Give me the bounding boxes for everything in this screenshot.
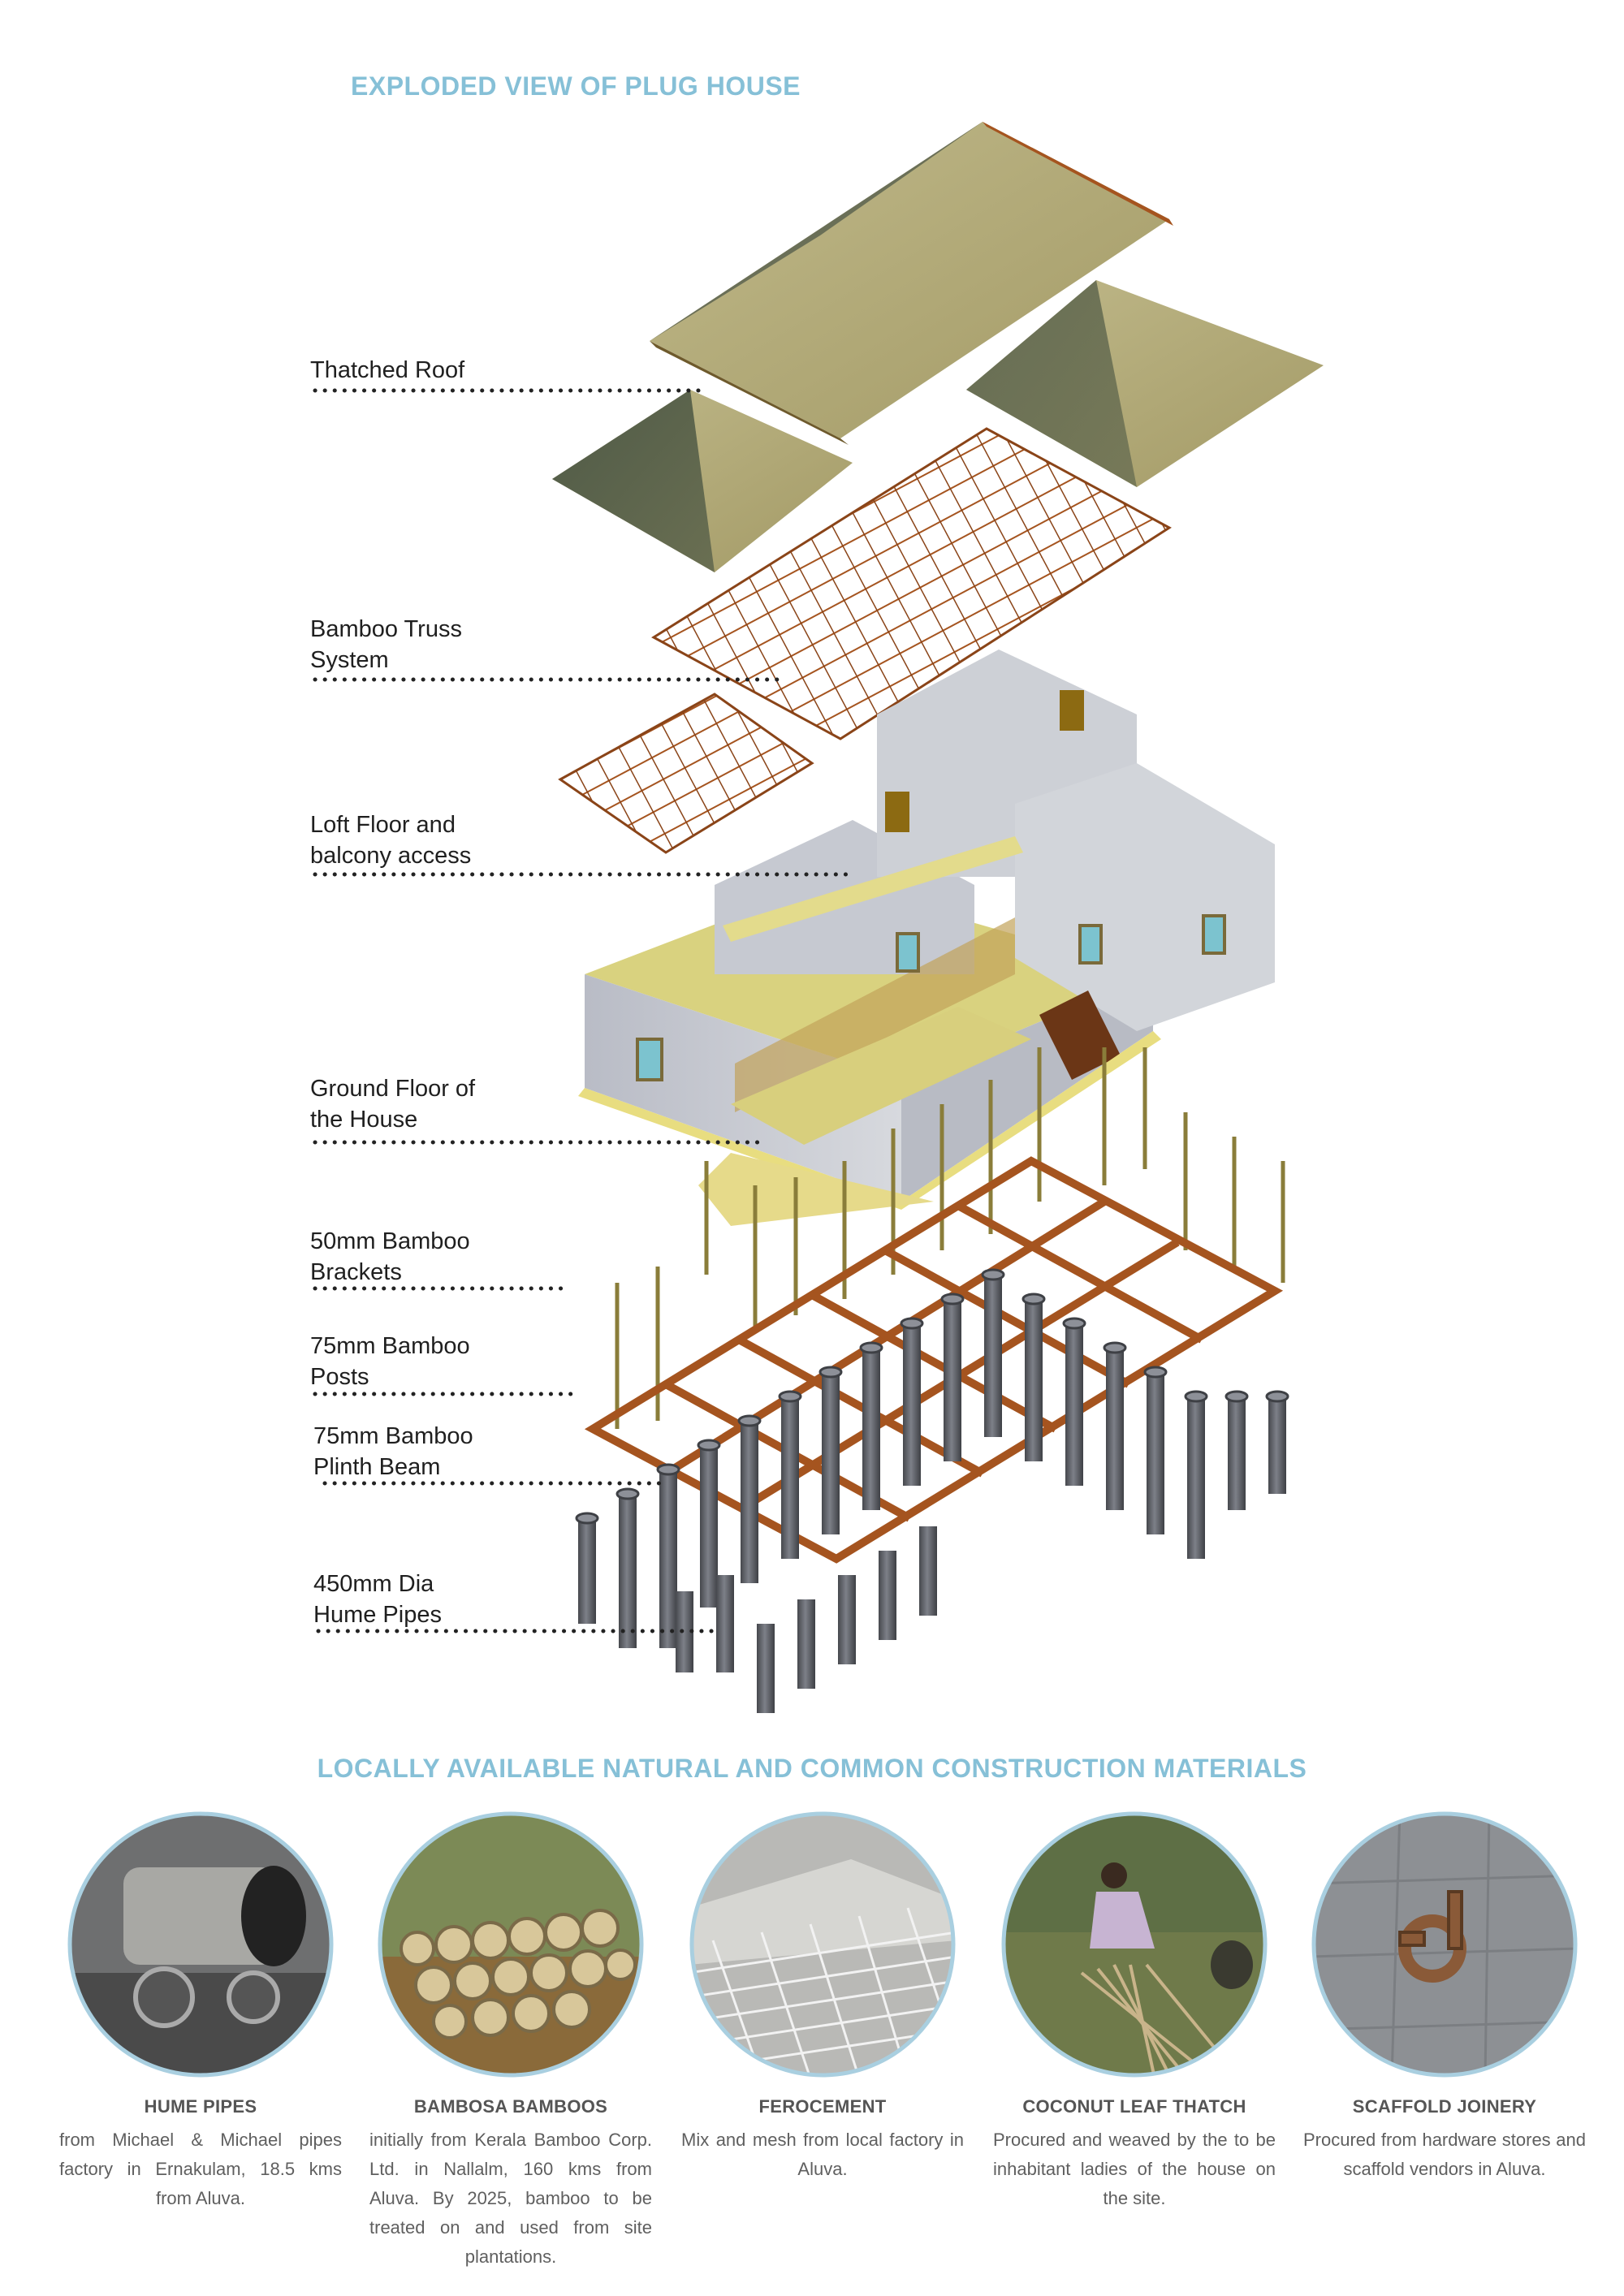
material-title: BAMBOSA BAMBOOS (413, 2096, 608, 2117)
label-bamboo-brackets: 50mm Bamboo Brackets (310, 1228, 470, 1285)
hume-pipes (575, 1268, 1289, 1713)
material-caption-hume-pipes: HUME PIPES from Michael & Michael pipes … (59, 2096, 342, 2213)
bamboo-photo (378, 1811, 644, 2078)
material-caption-ferrocement: FEROCEMENT Mix and mesh from local facto… (681, 2096, 964, 2184)
label-loft-floor: Loft Floor and balcony access (310, 812, 472, 869)
material-description: Mix and mesh from local factory in Aluva… (681, 2130, 964, 2179)
bamboo-truss (558, 427, 1172, 854)
page-title: EXPLODED VIEW OF PLUG HOUSE (351, 71, 801, 101)
bamboo-posts (615, 1047, 1285, 1429)
material-description: initially from Kerala Bamboo Corp. Ltd. … (369, 2130, 652, 2267)
leader-lines (313, 388, 855, 1634)
thatched-roof (552, 122, 1324, 572)
material-caption-coconut-thatch: COCONUT LEAF THATCH Procured and weaved … (993, 2096, 1276, 2213)
exploded-view-diagram (313, 122, 1324, 1713)
material-title: COCONUT LEAF THATCH (1022, 2096, 1246, 2117)
material-title: HUME PIPES (144, 2096, 257, 2117)
label-hume-pipes: 450mm Dia Hume Pipes (313, 1571, 442, 1628)
label-plinth-beam: 75mm Bamboo Plinth Beam (313, 1423, 473, 1480)
material-title: SCAFFOLD JOINERY (1352, 2096, 1537, 2117)
material-caption-scaffold: SCAFFOLD JOINERY Procured from hardware … (1303, 2096, 1586, 2184)
label-bamboo-posts: 75mm Bamboo Posts (310, 1333, 470, 1390)
plinth-beam (584, 1156, 1284, 1564)
material-caption-bamboo: BAMBOSA BAMBOOS initially from Kerala Ba… (369, 2096, 652, 2272)
house-body (578, 650, 1275, 1226)
label-thatched-roof: Thatched Roof (310, 357, 465, 383)
ferrocement-photo (689, 1811, 956, 2078)
hume-pipes-photo (67, 1811, 334, 2078)
label-ground-floor: Ground Floor of the House (310, 1076, 476, 1133)
material-description: Procured and weaved by the to be inhabit… (993, 2130, 1276, 2208)
materials-title: LOCALLY AVAILABLE NATURAL AND COMMON CON… (317, 1754, 1307, 1783)
coconut-thatch-photo (1001, 1811, 1268, 2078)
material-description: Procured from hardware stores and scaffo… (1303, 2130, 1586, 2179)
material-title: FEROCEMENT (758, 2096, 887, 2117)
label-bamboo-truss: Bamboo Truss System (310, 616, 462, 673)
material-description: from Michael & Michael pipes factory in … (59, 2130, 342, 2208)
scaffold-joinery-photo (1311, 1811, 1578, 2078)
